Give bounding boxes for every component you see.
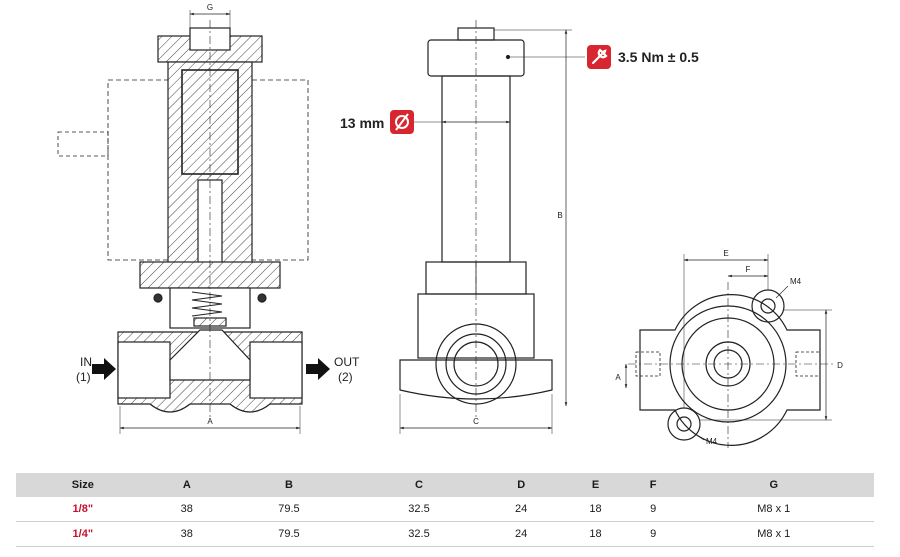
dim-f-label: F [746,265,751,274]
header-b: B [223,473,354,497]
out-arrow-icon [306,358,330,380]
dimensions-table: Size A B C D E F G 1/8" 38 79.5 32.5 24 … [16,473,874,547]
out-number: (2) [338,370,353,384]
cell-size: 1/8" [16,497,150,522]
cell-size: 1/4" [16,521,150,547]
dim-a-label: A [207,417,213,426]
cell-c: 32.5 [353,497,484,522]
header-e: E [558,473,633,497]
o-ring-right [257,293,267,303]
cell-e: 18 [558,521,633,547]
flow-passage [169,329,251,381]
header-f: F [632,473,674,497]
o-ring-left [153,293,163,303]
dim-e-label: E [723,249,728,258]
valve-technical-drawing: G A IN (1) OUT (2) B C [57,3,843,448]
bottom-view [624,254,834,448]
cell-g: M8 x 1 [673,521,874,547]
connector-outline [57,131,109,157]
cell-a: 38 [149,521,224,547]
cell-a: 38 [149,497,224,522]
body-outline [639,294,821,446]
cell-b: 79.5 [223,521,354,547]
cell-d: 24 [484,497,559,522]
cell-f: 9 [632,521,674,547]
dim-g-label: G [207,3,213,12]
header-c: C [353,473,484,497]
cell-d: 24 [484,521,559,547]
m4-hole-bottom [676,416,692,432]
table-row: 1/4" 38 79.5 32.5 24 18 9 M8 x 1 [16,521,874,547]
mounting-flange [399,359,553,400]
dim-d-label: D [837,361,843,370]
cell-c: 32.5 [353,521,484,547]
header-d: D [484,473,559,497]
in-arrow-icon [92,358,116,380]
outlet-flow: OUT (2) [306,355,360,384]
dim-a-side-label: A [615,373,621,382]
torque-value: 3.5 Nm ± 0.5 [618,49,699,65]
out-label: OUT [334,355,360,369]
in-label: IN [80,355,92,369]
elevation-view [399,20,585,434]
diameter-value: 13 mm [340,115,384,131]
m4-top-label: M4 [790,277,802,286]
cell-b: 79.5 [223,497,354,522]
dim-b-label: B [557,211,562,220]
diameter-callout: 13 mm [340,110,414,134]
m4-hole-top [760,298,776,314]
table-row: 1/8" 38 79.5 32.5 24 18 9 M8 x 1 [16,497,874,522]
diameter-symbol-icon [395,115,409,129]
header-a: A [149,473,224,497]
inlet-flow: IN (1) [76,355,116,384]
m4-bottom-label: M4 [706,437,718,446]
cell-e: 18 [558,497,633,522]
header-g: G [673,473,874,497]
cell-g: M8 x 1 [673,497,874,522]
cell-f: 9 [632,497,674,522]
header-size: Size [16,473,150,497]
spring [191,291,223,317]
torque-callout: 3.5 Nm ± 0.5 [587,45,699,69]
inlet-port [117,341,171,399]
wrench-icon [591,48,608,65]
table-header-row: Size A B C D E F G [16,473,874,497]
in-number: (1) [76,370,91,384]
dim-c-label: C [473,417,479,426]
outlet-port [249,341,303,399]
section-view [57,10,309,434]
